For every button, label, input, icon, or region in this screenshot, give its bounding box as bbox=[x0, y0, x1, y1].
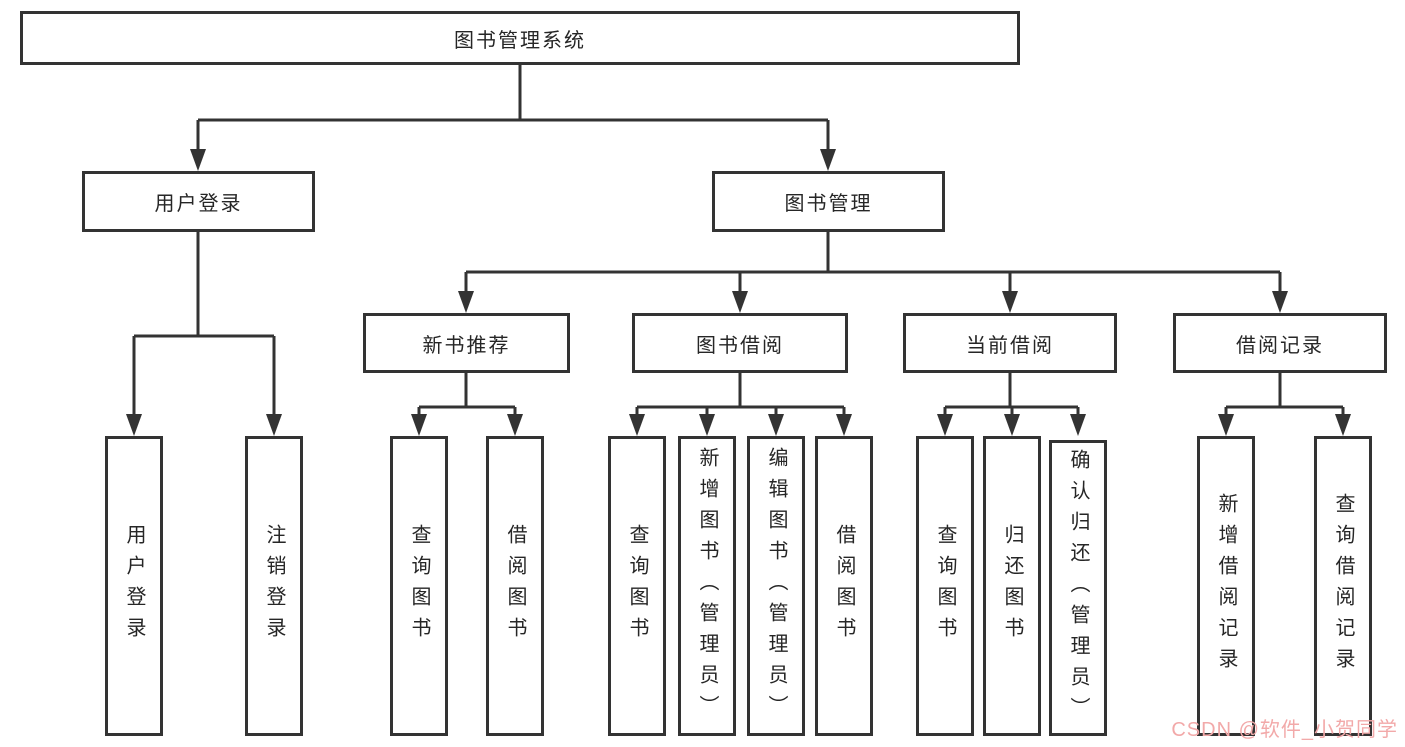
node-leaf-borrow-books-recommend: 借阅图书 bbox=[486, 436, 544, 736]
node-leaf-borrow-books-borrowing-label: 借阅图书 bbox=[833, 524, 855, 648]
connector-group-borrowing-records bbox=[1224, 373, 1345, 418]
node-leaf-logout-label: 注销登录 bbox=[263, 524, 285, 648]
node-leaf-add-books-admin-label: 新增图书（管理员） bbox=[696, 446, 718, 726]
node-leaf-return-books: 归还图书 bbox=[983, 436, 1041, 736]
node-leaf-user-login-label: 用户登录 bbox=[123, 524, 145, 648]
node-book-management: 图书管理 bbox=[712, 171, 945, 232]
csdn-watermark: CSDN @软件_小贺同学 bbox=[1171, 719, 1398, 741]
node-user-login: 用户登录 bbox=[82, 171, 315, 232]
node-new-book-recommend: 新书推荐 bbox=[363, 313, 570, 373]
node-leaf-add-borrow-record-label: 新增借阅记录 bbox=[1215, 493, 1237, 679]
node-leaf-query-books-current: 查询图书 bbox=[916, 436, 974, 736]
node-borrowing-records: 借阅记录 bbox=[1173, 313, 1387, 373]
node-leaf-borrow-books-borrowing: 借阅图书 bbox=[815, 436, 873, 736]
node-leaf-return-books-label: 归还图书 bbox=[1001, 524, 1023, 648]
node-leaf-edit-books-admin-label: 编辑图书（管理员） bbox=[765, 446, 787, 726]
connector-group-current-borrowing bbox=[943, 373, 1080, 418]
node-new-book-recommend-label: 新书推荐 bbox=[422, 334, 511, 357]
node-book-management-label: 图书管理 bbox=[784, 193, 873, 215]
node-leaf-query-books-recommend: 查询图书 bbox=[390, 436, 448, 736]
node-root: 图书管理系统 bbox=[20, 11, 1020, 65]
node-root-label: 图书管理系统 bbox=[454, 29, 586, 52]
node-leaf-confirm-return-admin-label: 确认归还（管理员） bbox=[1067, 448, 1089, 728]
node-leaf-query-books-current-label: 查询图书 bbox=[934, 524, 956, 648]
arrowheads-group bbox=[126, 149, 1351, 436]
node-leaf-confirm-return-admin: 确认归还（管理员） bbox=[1049, 440, 1107, 736]
node-user-login-label: 用户登录 bbox=[154, 193, 243, 215]
node-leaf-query-borrow-record-label: 查询借阅记录 bbox=[1332, 493, 1354, 679]
node-leaf-logout: 注销登录 bbox=[245, 436, 303, 736]
node-leaf-query-books-recommend-label: 查询图书 bbox=[408, 524, 430, 648]
node-current-borrowing: 当前借阅 bbox=[903, 313, 1117, 373]
node-leaf-query-books-borrowing: 查询图书 bbox=[608, 436, 666, 736]
connector-group-new-book-recommend bbox=[417, 373, 517, 418]
node-leaf-user-login: 用户登录 bbox=[105, 436, 163, 736]
node-leaf-add-books-admin: 新增图书（管理员） bbox=[678, 436, 736, 736]
node-book-borrowing: 图书借阅 bbox=[632, 313, 848, 373]
node-leaf-edit-books-admin: 编辑图书（管理员） bbox=[747, 436, 805, 736]
connector-group-user-login bbox=[132, 232, 276, 418]
connector-group-root bbox=[196, 64, 830, 152]
node-borrowing-records-label: 借阅记录 bbox=[1236, 334, 1324, 357]
node-leaf-add-borrow-record: 新增借阅记录 bbox=[1197, 436, 1255, 736]
node-leaf-query-borrow-record: 查询借阅记录 bbox=[1314, 436, 1372, 736]
node-leaf-query-books-borrowing-label: 查询图书 bbox=[626, 524, 648, 648]
node-book-borrowing-label: 图书借阅 bbox=[696, 334, 784, 357]
node-leaf-borrow-books-recommend-label: 借阅图书 bbox=[504, 524, 526, 648]
connector-group-book-borrowing bbox=[635, 373, 846, 418]
node-current-borrowing-label: 当前借阅 bbox=[966, 334, 1054, 357]
connector-group-book-management bbox=[464, 232, 1282, 295]
